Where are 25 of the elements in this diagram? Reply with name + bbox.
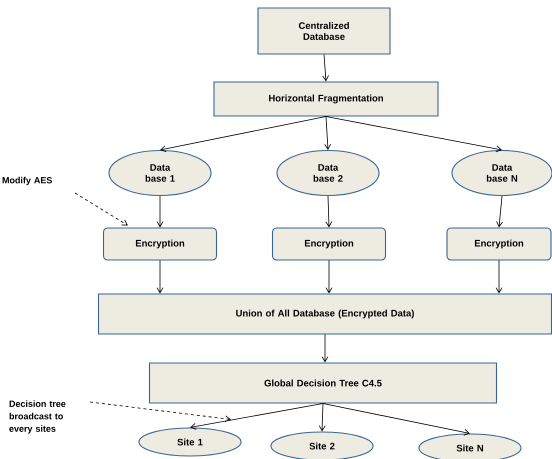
- arrow: [496, 196, 503, 228]
- process-box: Centralized Database: [257, 7, 391, 55]
- arrow: [190, 403, 324, 430]
- arrow: [322, 403, 470, 436]
- arrow: [322, 54, 329, 82]
- arrow: [326, 116, 502, 152]
- arrow: [156, 260, 164, 294]
- note-text: Decision tree broadcast to every sites: [9, 400, 66, 434]
- process-box: Encryption: [272, 227, 386, 261]
- arrow: [325, 196, 332, 228]
- process-box: Encryption: [446, 227, 552, 261]
- process-box: Horizontal Fragmentation: [213, 81, 439, 117]
- process-box: Global Decision Tree C4.5: [148, 362, 498, 404]
- leader-line: [90, 402, 231, 422]
- process-box: Union of All Database (Encrypted Data): [98, 293, 552, 335]
- arrow: [322, 334, 328, 362]
- arrow: [324, 116, 332, 150]
- arrow: [326, 260, 332, 294]
- arrow: [318, 403, 326, 432]
- note-text: Modify AES: [2, 176, 52, 186]
- arrow: [156, 196, 164, 228]
- process-box: Encryption: [102, 227, 218, 261]
- leader-line: [74, 192, 128, 226]
- arrow: [496, 260, 502, 294]
- arrow: [160, 116, 326, 152]
